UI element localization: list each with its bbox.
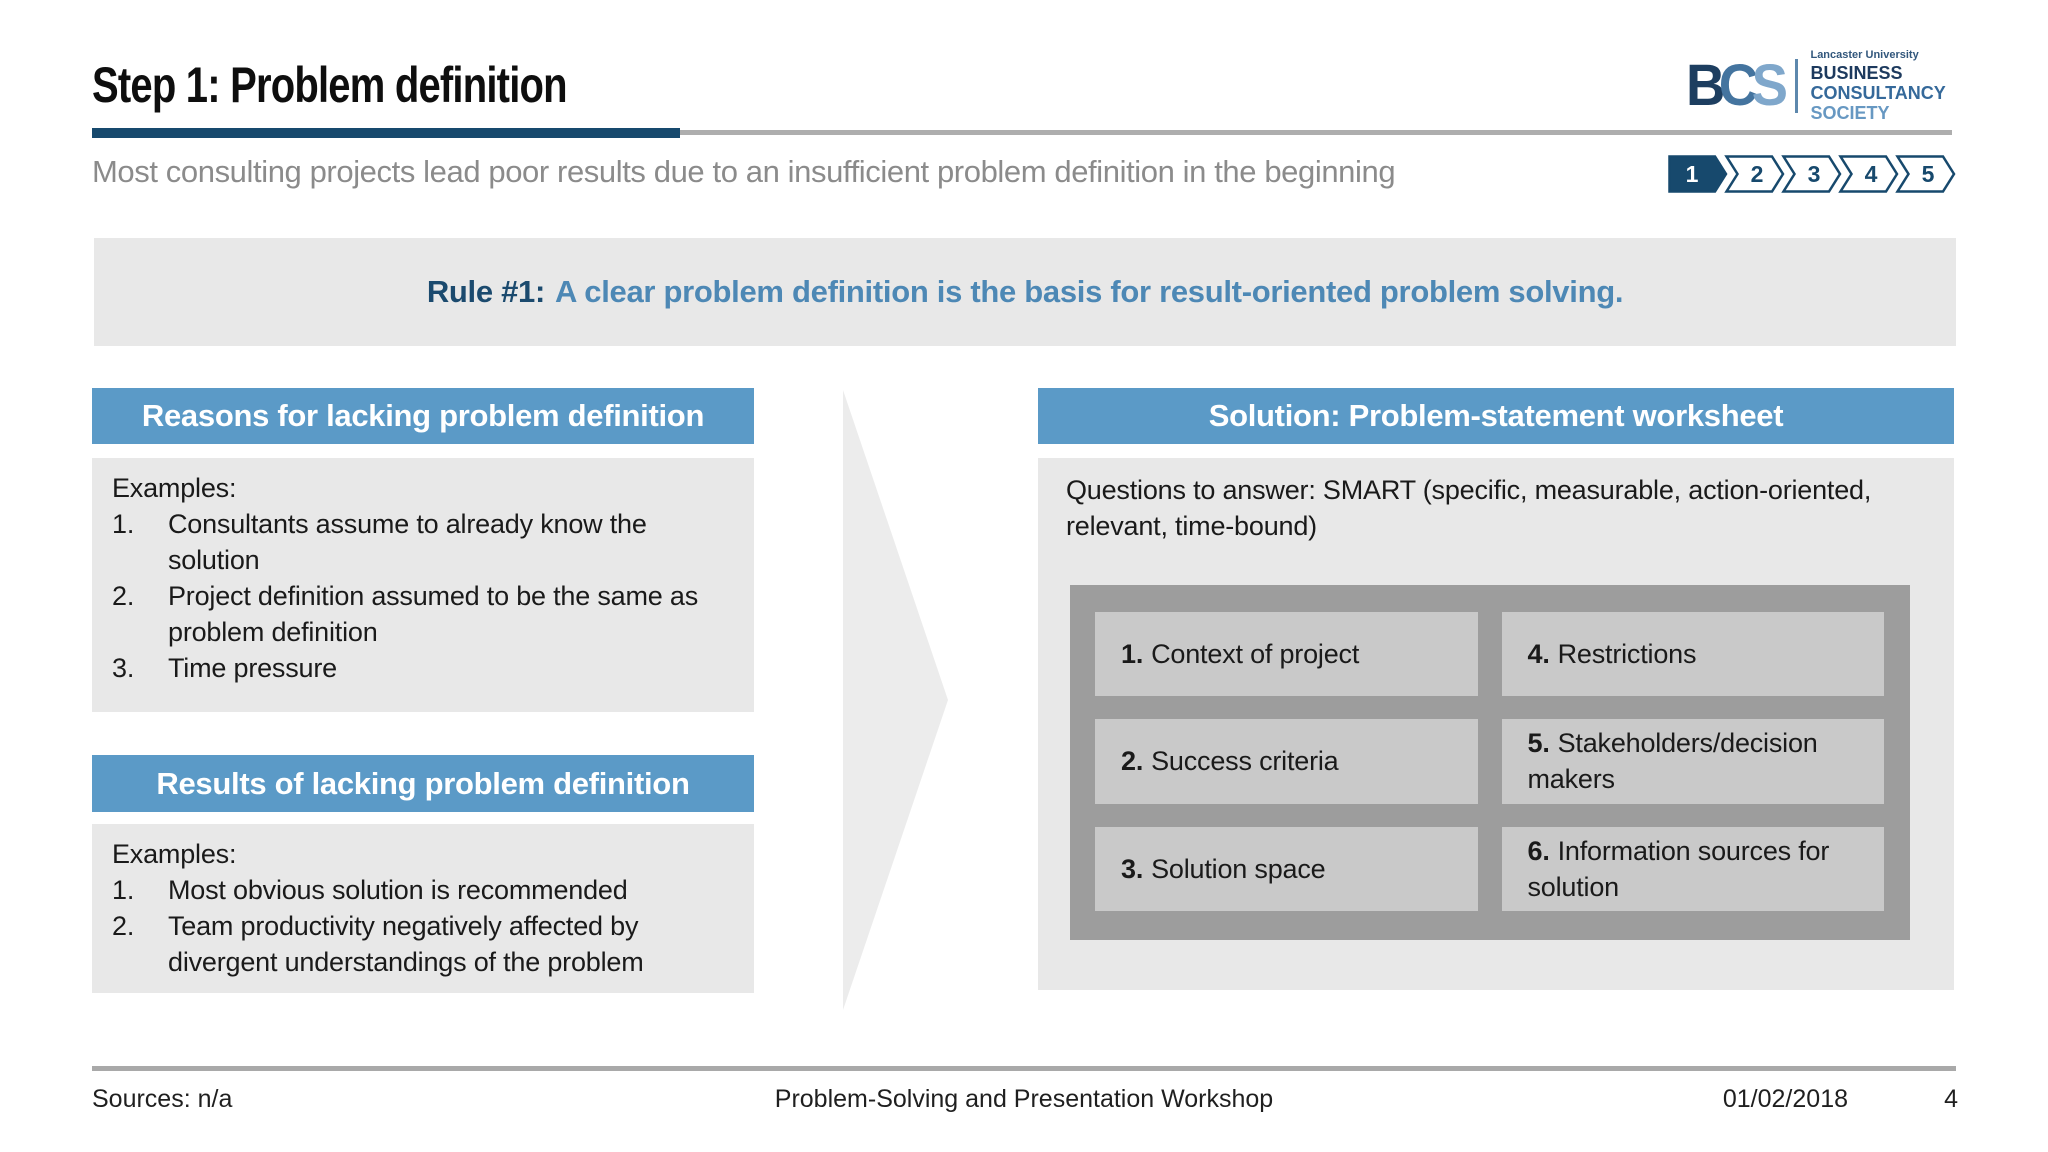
bcs-logo: BCS Lancaster University BUSINESS CONSUL…	[1686, 49, 1946, 123]
step-chevron-5	[1895, 155, 1956, 193]
title-rule-line	[680, 130, 1952, 135]
reasons-panel: Examples: 1. Consultants assume to alrea…	[92, 458, 754, 712]
logo-word-business: BUSINESS	[1810, 63, 1903, 83]
worksheet-cell-information-sources: 6.Information sources for solution	[1501, 826, 1884, 911]
logo-wordmark: Lancaster University BUSINESS CONSULTANC…	[1810, 49, 1946, 123]
title-underline-accent	[92, 128, 680, 138]
footer-date: 01/02/2018	[1722, 1085, 1848, 1113]
step-chevron-1-active	[1668, 155, 1728, 193]
cell-label: Context of project	[1151, 639, 1360, 670]
logo-letter-c: C	[1718, 53, 1758, 118]
right-arrow-shape	[843, 390, 948, 1010]
list-item-text: Time pressure	[168, 653, 337, 683]
page-title: Step 1: Problem definition	[92, 57, 568, 113]
list-item-number: 2.	[112, 911, 135, 941]
cell-number: 2.	[1121, 746, 1144, 777]
footer-divider-line	[92, 1066, 1956, 1071]
cell-label: Information sources for solution	[1527, 835, 1830, 902]
list-item: 1. Consultants assume to already know th…	[112, 506, 742, 578]
rule-banner: Rule #1: A clear problem definition is t…	[94, 238, 1956, 346]
rule-text: A clear problem definition is the basis …	[555, 274, 1624, 309]
cell-number: 6.	[1527, 835, 1550, 866]
step-number-3: 3	[1808, 161, 1821, 187]
rule-prefix: Rule #1:	[426, 274, 546, 309]
list-item-text: Consultants assume to already know the s…	[168, 509, 647, 575]
list-item: 2. Team productivity negatively affected…	[112, 908, 742, 980]
step-number-1: 1	[1686, 161, 1699, 187]
list-item-text: Team productivity negatively affected by…	[168, 911, 644, 977]
step-progress-indicator: 1 2 3 4 5	[1668, 155, 1956, 193]
logo-divider	[1795, 59, 1799, 113]
solution-header: Solution: Problem-statement worksheet	[1038, 388, 1954, 444]
worksheet-cell-success-criteria: 2.Success criteria	[1095, 719, 1478, 804]
list-item: 1. Most obvious solution is recommended	[112, 872, 742, 908]
list-item: 2. Project definition assumed to be the …	[112, 578, 742, 650]
footer-page-number: 4	[1944, 1085, 1958, 1113]
step-chevron-3	[1781, 155, 1842, 193]
cell-label: Solution space	[1151, 853, 1326, 884]
step-chevron-2	[1724, 155, 1785, 193]
list-item-number: 1.	[112, 509, 135, 539]
bcs-logo-letters: BCS	[1686, 57, 1788, 115]
logo-word-society: SOCIETY	[1810, 103, 1890, 123]
cell-label: Success criteria	[1151, 746, 1339, 777]
reasons-header: Reasons for lacking problem definition	[92, 388, 754, 444]
list-item-number: 2.	[112, 581, 135, 611]
footer-workshop-title: Problem-Solving and Presentation Worksho…	[774, 1085, 1274, 1113]
cell-label: Stakeholders/decision makers	[1527, 728, 1818, 795]
worksheet-cell-solution-space: 3.Solution space	[1095, 826, 1478, 911]
worksheet-cell-restrictions: 4.Restrictions	[1501, 612, 1884, 697]
worksheet-cell-context: 1.Context of project	[1095, 612, 1478, 697]
results-header: Results of lacking problem definition	[92, 755, 754, 812]
step-number-2: 2	[1751, 161, 1764, 187]
cell-number: 1.	[1121, 639, 1144, 670]
list-item: 3. Time pressure	[112, 650, 742, 686]
results-intro: Examples:	[112, 839, 237, 869]
list-item-text: Project definition assumed to be the sam…	[168, 581, 699, 647]
reasons-intro: Examples:	[112, 473, 237, 503]
worksheet-grid: 1.Context of project 4.Restrictions 2.Su…	[1070, 585, 1910, 940]
cell-label: Restrictions	[1557, 639, 1697, 670]
step-number-4: 4	[1865, 161, 1878, 187]
footer-sources: Sources: n/a	[92, 1085, 233, 1113]
list-item-text: Most obvious solution is recommended	[168, 875, 628, 905]
logo-letter-s: S	[1751, 53, 1788, 118]
cell-number: 5.	[1527, 728, 1550, 759]
step-chevron-4	[1838, 155, 1899, 193]
slide-subtitle: Most consulting projects lead poor resul…	[92, 154, 1396, 189]
cell-number: 4.	[1527, 639, 1550, 670]
cell-number: 3.	[1121, 853, 1144, 884]
list-item-number: 3.	[112, 653, 135, 683]
logo-word-consultancy: CONSULTANCY	[1810, 83, 1946, 103]
results-panel: Examples: 1. Most obvious solution is re…	[92, 824, 754, 993]
step-number-5: 5	[1922, 161, 1935, 187]
logo-university-label: Lancaster University	[1810, 49, 1919, 61]
solution-intro: Questions to answer: SMART (specific, me…	[1066, 475, 1872, 541]
logo-letter-b: B	[1686, 53, 1725, 118]
worksheet-cell-stakeholders: 5.Stakeholders/decision makers	[1501, 719, 1884, 804]
list-item-number: 1.	[112, 875, 135, 905]
